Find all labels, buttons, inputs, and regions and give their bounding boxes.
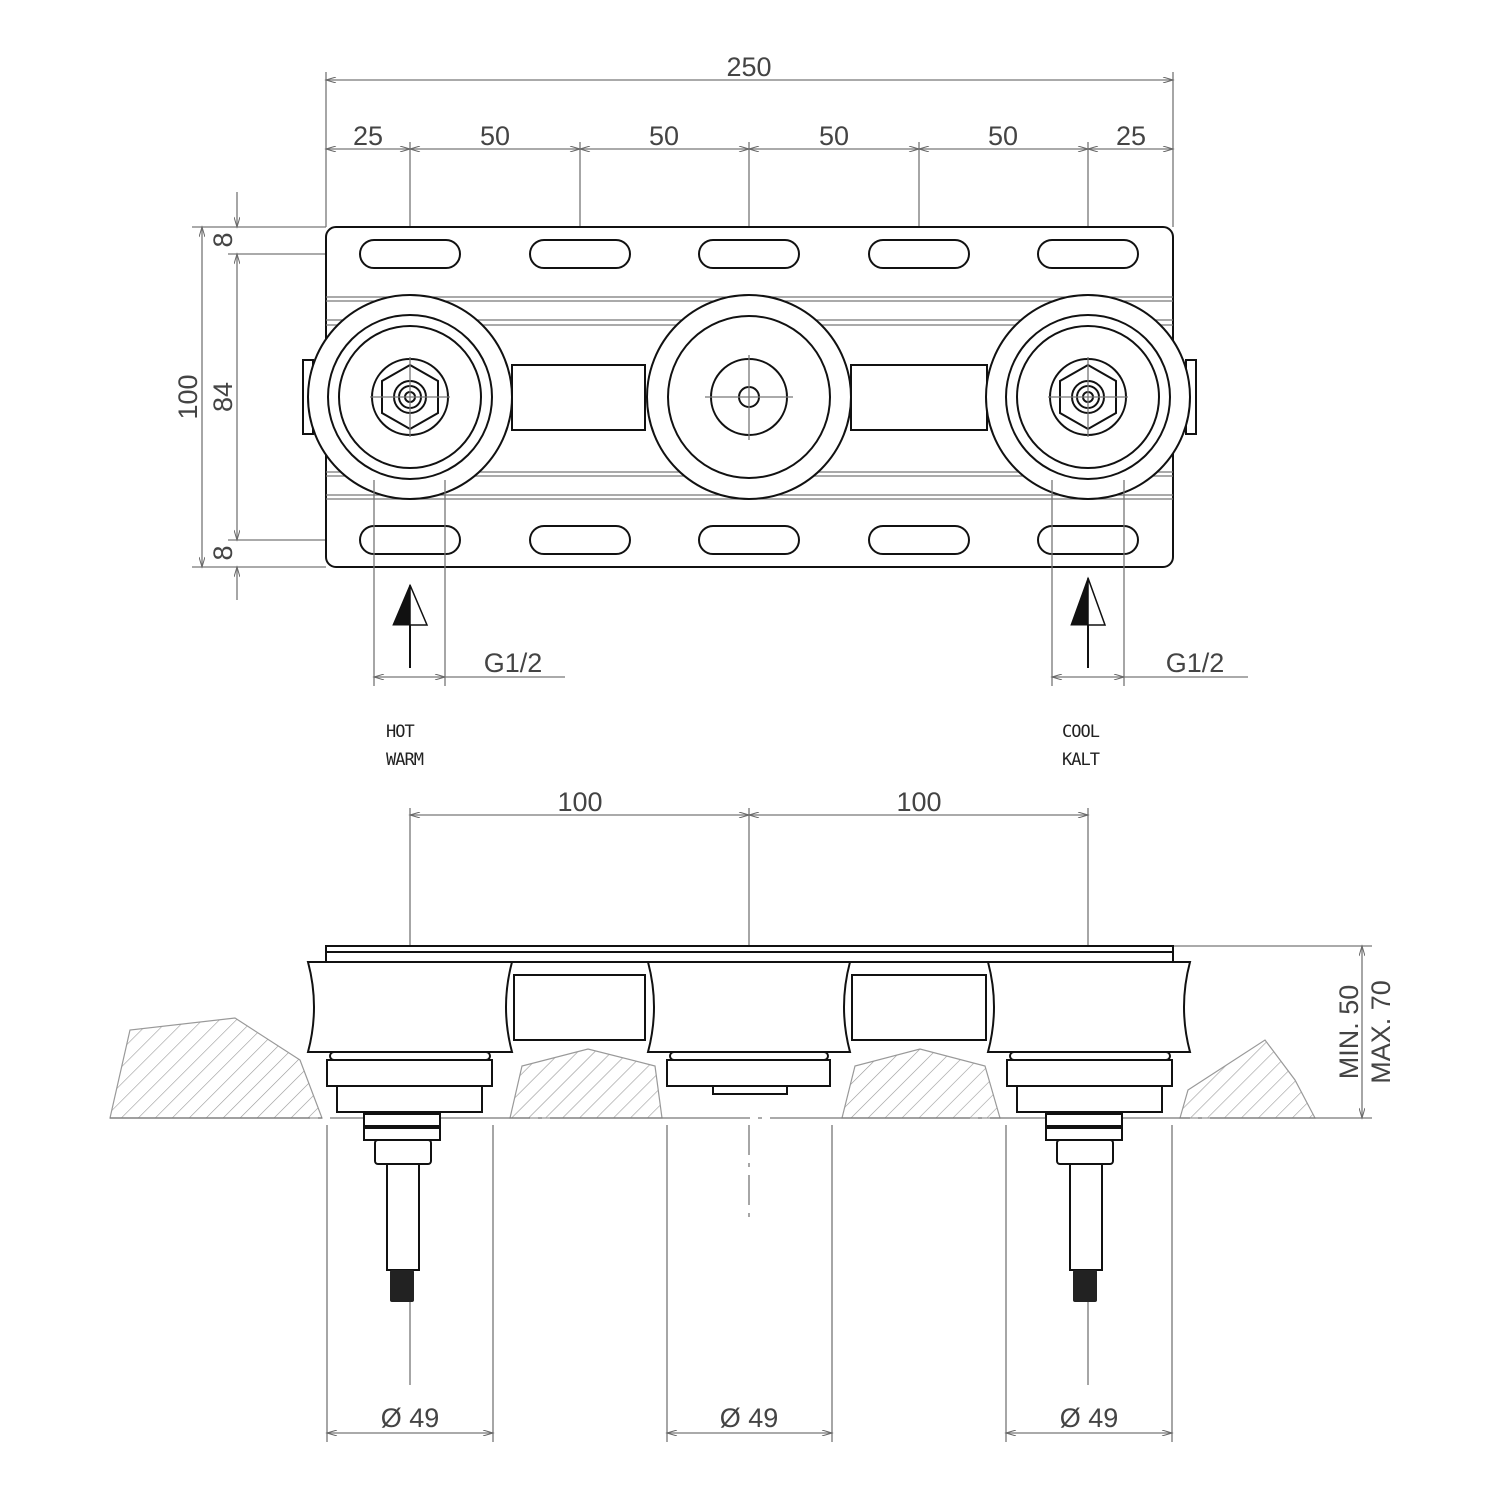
hot-label-de: WARM: [386, 750, 424, 770]
dim-spacing: 50: [480, 121, 510, 151]
mounting-slots: [359, 239, 1139, 555]
cold-inlet: G1/2 COOL KALT: [1052, 480, 1248, 770]
cold-valve-top: [985, 294, 1191, 500]
dim-spacing: 50: [988, 121, 1018, 151]
top-dimensions: 250 25 50 50 50 50 25: [326, 52, 1173, 230]
dim-diameter-cold: Ø 49: [1060, 1403, 1119, 1433]
diverter-top: [646, 294, 852, 500]
dim-overall-width: 250: [726, 52, 771, 82]
hot-label: HOT: [386, 722, 414, 742]
dim-edge-top: 8: [208, 232, 238, 247]
dim-diameter-center: Ø 49: [720, 1403, 779, 1433]
dim-diameter-hot: Ø 49: [381, 1403, 440, 1433]
dim-edge-bottom: 8: [208, 545, 238, 560]
dim-height-total: 100: [173, 374, 203, 419]
hot-inlet: G1/2 HOT WARM: [374, 480, 565, 770]
depth-min: MIN. 50: [1334, 985, 1364, 1080]
thread-size-cold: G1/2: [1166, 648, 1225, 678]
dim-spacing: 25: [1116, 121, 1146, 151]
dim-spacing: 50: [649, 121, 679, 151]
dim-height-inner: 84: [208, 382, 238, 412]
hot-valve-top: [307, 294, 513, 500]
valve-bodies-side: [306, 961, 1192, 1302]
mounting-plate-top: [302, 226, 1197, 568]
mounting-plate-side: [325, 945, 1174, 963]
thread-size-hot: G1/2: [484, 648, 543, 678]
wall-section-hatch: [109, 1017, 1320, 1119]
depth-max: MAX. 70: [1366, 980, 1396, 1084]
dim-center-spacing: 100: [896, 787, 941, 817]
cold-label-de: KALT: [1062, 750, 1100, 770]
dim-center-spacing: 100: [557, 787, 602, 817]
dim-spacing: 50: [819, 121, 849, 151]
diameter-dimensions: Ø 49 Ø 49 Ø 49: [327, 1125, 1172, 1442]
left-dimensions: 100 84 8 8: [173, 192, 360, 600]
dim-spacing: 25: [353, 121, 383, 151]
cold-label: COOL: [1062, 722, 1100, 742]
